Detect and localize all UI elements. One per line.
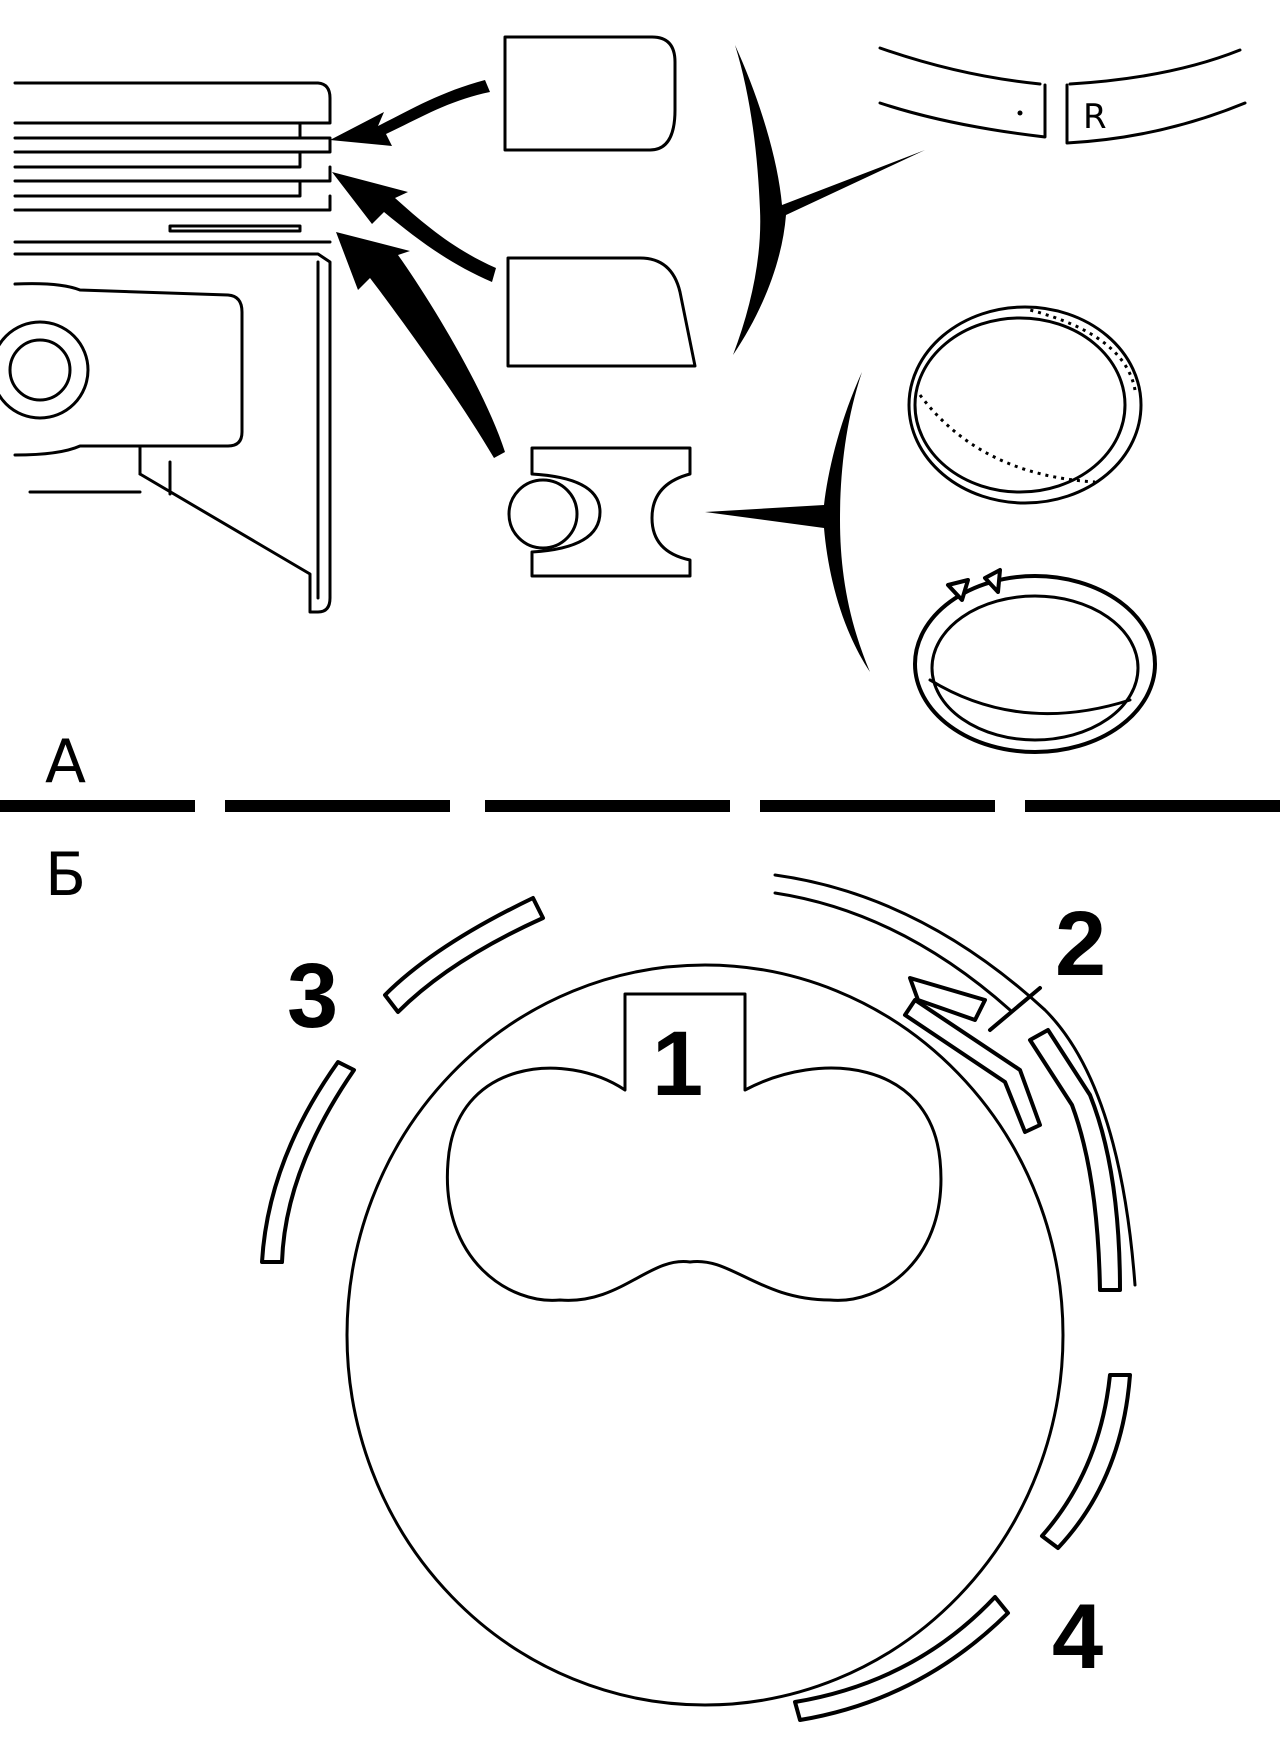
rail-segment-upper-left bbox=[383, 896, 545, 1014]
rail-segment-left bbox=[260, 1060, 356, 1264]
top-ring-profile bbox=[503, 35, 677, 152]
compression-ring-drawing bbox=[913, 568, 1157, 754]
oil-ring-profile bbox=[507, 446, 692, 578]
groove-arrows bbox=[330, 80, 505, 458]
ring-outer-upper-right bbox=[773, 873, 1137, 1287]
oil-ring-expander-drawing bbox=[907, 305, 1143, 505]
section-divider bbox=[0, 800, 1280, 812]
callout-3: 3 bbox=[287, 945, 338, 1047]
section-label-lower: Б bbox=[45, 840, 86, 910]
section-label-upper: А bbox=[45, 727, 86, 797]
ring-gap-piece bbox=[903, 998, 1042, 1134]
ring-gap-detail: R bbox=[878, 46, 1247, 145]
ring-marking: R bbox=[1083, 97, 1107, 137]
piston-cross-section bbox=[0, 81, 332, 614]
second-ring-profile bbox=[506, 256, 697, 368]
crown-recess bbox=[445, 992, 943, 1302]
arrow-oil-ring bbox=[336, 232, 505, 458]
arrow-second-ring bbox=[332, 172, 496, 282]
bracket-upper bbox=[733, 45, 925, 355]
ring-gap-position-diagram bbox=[260, 873, 1137, 1722]
callout-2: 2 bbox=[1055, 893, 1106, 995]
callout-1: 1 bbox=[652, 1013, 703, 1115]
rail-segment-lower-right bbox=[793, 1595, 1010, 1722]
arrow-top-ring bbox=[330, 80, 490, 146]
bracket-lower bbox=[705, 372, 870, 672]
piston-outline bbox=[345, 963, 1065, 1707]
callout-4: 4 bbox=[1052, 1586, 1103, 1688]
rail-segment-right bbox=[1040, 1373, 1132, 1550]
